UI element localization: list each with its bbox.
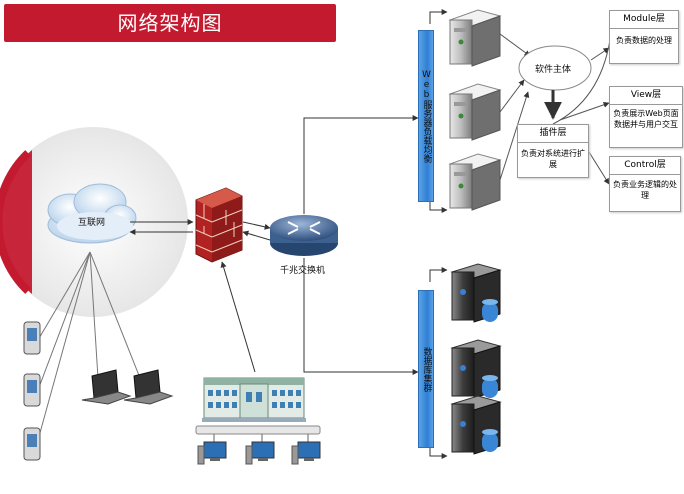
- db-cluster-bar: 数据库集群: [418, 290, 434, 448]
- web-server-2-icon: [448, 83, 502, 141]
- switch-bar-links: [303, 115, 419, 375]
- phone-1-icon: [23, 321, 41, 355]
- module-layer-box: Module层 负责数据的处理: [609, 10, 679, 64]
- desktop-2-icon: [245, 441, 275, 465]
- desktop-3-icon: [291, 441, 321, 465]
- module-layer-title: Module层: [610, 11, 678, 29]
- building-icon: [202, 377, 306, 422]
- web-load-balancer-bar: Web服务器负载均衡: [418, 30, 434, 202]
- internet-label: 互联网: [78, 218, 106, 228]
- lan-hub: [195, 425, 321, 442]
- desktop-1-icon: [197, 441, 227, 465]
- internet-firewall-links: [129, 219, 194, 235]
- laptop-1-icon: [81, 369, 132, 405]
- core-layer-links: [559, 47, 610, 185]
- software-core-label: 软件主体: [535, 65, 572, 75]
- switch-label: 千兆交换机: [280, 266, 326, 276]
- web-server-3-icon: [448, 153, 502, 211]
- control-layer-title: Control层: [610, 157, 680, 175]
- plugin-layer-title: 插件层: [518, 125, 588, 143]
- db-server-3-icon: [450, 395, 502, 455]
- view-layer-desc: 负责展示Web页面数据并与用户交互: [613, 109, 679, 129]
- server-core-links: [499, 33, 531, 181]
- firewall-icon: [195, 187, 243, 263]
- db-server-2-icon: [450, 339, 502, 399]
- plugin-module-link: [552, 39, 611, 125]
- db-bar-brackets: [429, 267, 448, 459]
- plugin-layer-box: 插件层 负责对系统进行扩展: [517, 124, 589, 178]
- web-load-balancer-label: Web服务器负载均衡: [421, 69, 432, 163]
- db-server-1-icon: [450, 263, 502, 323]
- plugin-layer-desc: 负责对系统进行扩展: [521, 149, 585, 169]
- view-layer-title: View层: [610, 87, 682, 105]
- control-layer-box: Control层 负责业务逻辑的处理: [609, 156, 681, 212]
- cloud-icon: [47, 183, 137, 244]
- internet-device-links: [37, 251, 141, 441]
- page-title: 网络架构图: [4, 4, 336, 42]
- switch-icon: [270, 215, 338, 256]
- laptop-2-icon: [123, 369, 174, 405]
- control-layer-desc: 负责业务逻辑的处理: [613, 180, 677, 200]
- db-cluster-label: 数据库集群: [421, 346, 432, 392]
- software-core-shape: [518, 45, 592, 91]
- module-layer-desc: 负责数据的处理: [616, 36, 672, 45]
- phone-3-icon: [23, 427, 41, 461]
- web-server-1-icon: [448, 9, 502, 67]
- phone-2-icon: [23, 373, 41, 407]
- web-bar-brackets: [429, 9, 448, 213]
- view-layer-box: View层 负责展示Web页面数据并与用户交互: [609, 86, 683, 148]
- firewall-switch-links: [220, 221, 271, 373]
